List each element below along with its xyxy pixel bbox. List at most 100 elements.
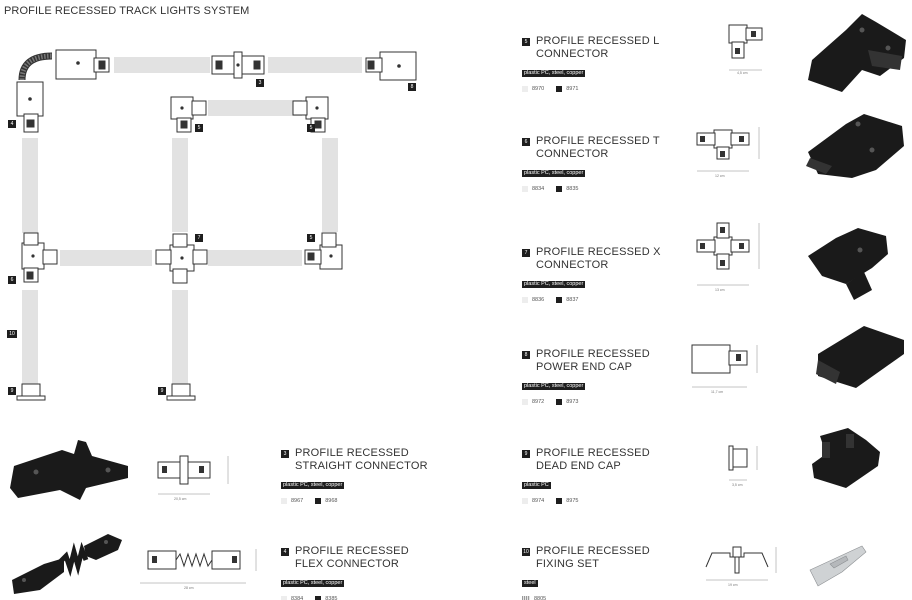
layout-badge-dead-end-cap-b: 9 — [158, 387, 166, 395]
power-end-cap-top-right — [379, 51, 417, 81]
track-center-lower — [172, 290, 188, 387]
product-number-badge: 6 — [522, 138, 530, 146]
product-number-badge: 10 — [522, 548, 530, 556]
track-segments — [22, 57, 362, 387]
layout-badge-dead-end-cap-a: 9 — [8, 387, 16, 395]
svg-text:19 cm: 19 cm — [728, 583, 738, 587]
white-swatch — [281, 596, 287, 600]
product-straight-connector: 3 PROFILE RECESSED STRAIGHT CONNECTOR pl… — [281, 447, 451, 504]
product-title: PROFILE RECESSED X CONNECTOR — [536, 246, 661, 271]
black-swatch — [315, 498, 322, 504]
product-material: plastic PC — [522, 482, 551, 489]
drawing-x-connector — [713, 236, 733, 256]
product-code: 8967 — [291, 498, 304, 504]
product-codes: 8970 8971 — [522, 86, 682, 92]
product-fixing-set: 10 PROFILE RECESSED FIXING SET steel 880… — [522, 545, 682, 600]
product-title: PROFILE RECESSED STRAIGHT CONNECTOR — [295, 447, 428, 472]
product-number-badge: 7 — [522, 249, 530, 257]
photo-l-connector — [808, 14, 906, 92]
product-number-badge: 3 — [281, 450, 289, 458]
tech-drawings — [147, 24, 769, 574]
product-code: 8384 — [291, 596, 304, 600]
product-title: PROFILE RECESSED T CONNECTOR — [536, 135, 660, 160]
product-code: 8975 — [566, 498, 579, 504]
track-center-upper — [172, 138, 188, 232]
white-swatch — [522, 186, 528, 192]
product-number-badge: 5 — [522, 38, 530, 46]
product-title: PROFILE RECESSED L CONNECTOR — [536, 35, 660, 60]
product-code: 8972 — [532, 399, 545, 405]
white-swatch — [281, 498, 287, 504]
product-photos — [10, 14, 906, 594]
product-l-connector: 5 PROFILE RECESSED L CONNECTOR plastic P… — [522, 35, 682, 92]
black-swatch — [556, 297, 563, 303]
product-code: 8805 — [534, 596, 547, 600]
black-swatch — [556, 86, 563, 92]
product-title: PROFILE RECESSED FLEX CONNECTOR — [295, 545, 409, 570]
tech-drawing-details — [152, 31, 756, 563]
layout-badge-l-connector-c: 5 — [307, 234, 315, 242]
product-code: 8837 — [566, 297, 579, 303]
photo-fixing-set — [809, 545, 867, 587]
power-end-cap-top-left — [55, 49, 97, 80]
connectors — [16, 49, 417, 401]
photo-straight-connector — [10, 440, 128, 500]
product-title: PROFILE RECESSED POWER END CAP — [536, 348, 650, 373]
drawing-t-connector — [713, 129, 733, 149]
black-swatch — [556, 399, 563, 405]
photo-dead-end-cap — [812, 428, 880, 488]
layout-badge-power-end-cap: 8 — [408, 83, 416, 91]
drawing-power-end-cap — [691, 344, 731, 374]
connector-pins — [28, 61, 401, 260]
dimension-lines — [140, 69, 777, 584]
product-code: 8836 — [532, 297, 545, 303]
layout-badge-straight-connector: 3 — [256, 79, 264, 87]
product-code: 8834 — [532, 186, 545, 192]
black-swatch — [556, 186, 563, 192]
product-material: plastic PC, steel, copper — [522, 281, 586, 288]
page-title: PROFILE RECESSED TRACK LIGHTS SYSTEM — [4, 5, 250, 17]
svg-text:11,7 cm: 11,7 cm — [711, 390, 723, 394]
svg-text:4,5 cm: 4,5 cm — [737, 71, 748, 75]
track-left-upper — [22, 138, 38, 233]
product-material: steel — [522, 580, 538, 587]
svg-text:28 cm: 28 cm — [184, 586, 194, 590]
black-swatch — [315, 596, 322, 600]
svg-text:20,5 cm: 20,5 cm — [174, 497, 187, 501]
white-swatch — [522, 86, 528, 92]
product-x-connector: 7 PROFILE RECESSED X CONNECTOR plastic P… — [522, 246, 682, 303]
product-number-badge: 8 — [522, 351, 530, 359]
product-material: plastic PC, steel, copper — [522, 383, 586, 390]
svg-text:3,5 cm: 3,5 cm — [732, 483, 743, 487]
drawing-l-connector — [728, 24, 748, 44]
track-mid-left — [60, 250, 152, 266]
product-title: PROFILE RECESSED DEAD END CAP — [536, 447, 650, 472]
product-codes: 8384 8385 — [281, 596, 451, 600]
product-code: 8974 — [532, 498, 545, 504]
product-code: 8968 — [325, 498, 338, 504]
product-code: 8835 — [566, 186, 579, 192]
layout-badge-flex-connector: 4 — [8, 120, 16, 128]
track-mid-right — [208, 250, 302, 266]
product-material: plastic PC, steel, copper — [281, 580, 345, 587]
product-code: 8970 — [532, 86, 545, 92]
steel-swatch — [522, 596, 530, 600]
product-codes: 8967 8968 — [281, 498, 451, 504]
track-top-right — [268, 57, 362, 73]
black-swatch — [556, 498, 563, 504]
product-code: 8385 — [325, 596, 338, 600]
photo-flex-connector — [12, 534, 122, 594]
product-material: plastic PC, steel, copper — [522, 170, 586, 177]
photo-x-connector — [808, 228, 888, 300]
product-code: 8971 — [566, 86, 579, 92]
dimension-labels: 4,5 cm 12 cm 13 cm 11,7 cm 3,5 cm 19 cm … — [174, 71, 748, 590]
layout-badge-t-connector: 6 — [8, 276, 16, 284]
white-swatch — [522, 498, 528, 504]
product-code: 8973 — [566, 399, 579, 405]
product-material: plastic PC, steel, copper — [522, 70, 586, 77]
svg-text:12 cm: 12 cm — [715, 174, 725, 178]
product-codes: 8836 8837 — [522, 297, 682, 303]
product-number-badge: 9 — [522, 450, 530, 458]
photo-t-connector — [806, 114, 904, 178]
track-top-left — [114, 57, 210, 73]
